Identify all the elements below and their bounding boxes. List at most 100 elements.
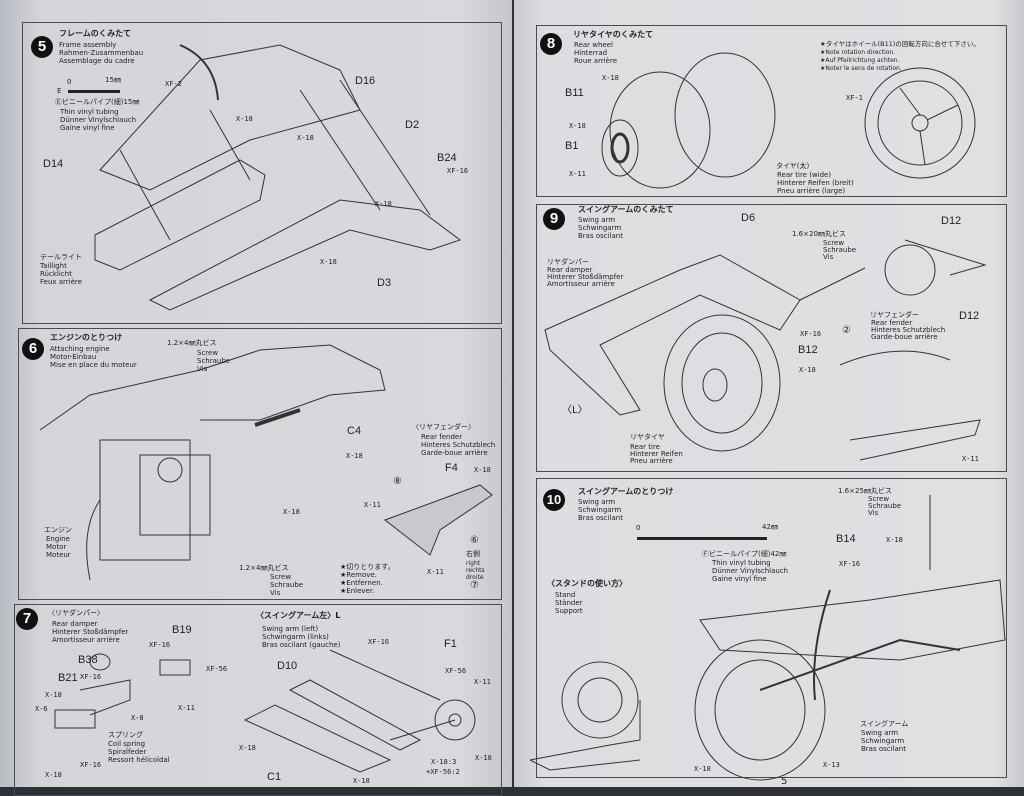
marker-6: ⑥ (470, 535, 479, 546)
paint-x11: X-11 (178, 704, 195, 712)
part-d12: D12 (959, 310, 980, 322)
step-5-title-de: Rahmen-Zusammenbau (59, 49, 144, 57)
tubing-de: Dünner Vinylschlauch (60, 116, 137, 124)
step-7-number: 7 (16, 608, 38, 630)
step-9-title-fr: Bras oscilant (578, 232, 623, 240)
rear-fender-fr: Garde-boue arrière (871, 333, 938, 341)
paint-x18: X-18 (694, 765, 711, 773)
step-10-title-en: Swing arm (578, 498, 616, 506)
paint-xf56: XF-56 (445, 667, 467, 675)
paint-x18: X-18 (45, 771, 62, 779)
paint-xf1: XF-1 (846, 94, 863, 102)
rear-tire-en: Rear tire (630, 443, 660, 451)
paint-x18: X-18 (283, 508, 300, 516)
tire-wide-en: Rear tire (wide) (777, 171, 832, 179)
paint-xf16: XF-16 (80, 673, 102, 681)
stand-jp: 〈スタンドの使い方〉 (547, 579, 627, 588)
step-6-title-en: Attaching engine (50, 345, 110, 353)
paint-xf16: XF-16 (447, 167, 469, 175)
spring-de: Spiralfeder (108, 748, 147, 756)
step-5-title-en: Frame assembly (59, 41, 117, 49)
rotation-note-de: ★Auf Pfeilrichtung achten. (820, 57, 900, 64)
step-6-number: 6 (22, 338, 44, 360)
rear-fender-en: Rear fender (871, 319, 913, 327)
paint-x11: X-11 (364, 501, 381, 509)
part-b19: B19 (172, 624, 192, 636)
scale-end: 15㎜ (105, 76, 121, 84)
rear-tire-jp: リヤタイヤ (630, 433, 665, 441)
tubing-42-en: Thin vinyl tubing (712, 559, 771, 567)
side-jp: 右側 (466, 550, 480, 558)
screw-20-jp: 1.6×20㎜丸ビス (792, 230, 846, 238)
paint-xf56: XF-56 (206, 665, 228, 673)
part-c4: C4 (347, 425, 362, 437)
step-6-panel (18, 328, 502, 600)
paint-x18: X-18 (236, 115, 253, 123)
paint-x18: X-18 (320, 258, 337, 266)
part-b24: B24 (437, 152, 457, 164)
step-10-title-de: Schwingarm (578, 506, 622, 514)
engine-de: Motor (46, 543, 67, 551)
paint-x18: X-18 (239, 744, 256, 752)
damper-de: Hinterer Stoßdämpfer (52, 628, 129, 636)
scale-42-start: 0 (636, 524, 641, 532)
paint-x18: X-18 (297, 134, 314, 142)
step-8-title-jp: リヤタイヤのくみたて (573, 30, 654, 39)
swingarm-left-jp: 〈スイングアーム左〉L (256, 611, 341, 620)
paint-x18: X-18 (474, 466, 491, 474)
tire-wide-jp: タイヤ(太) (776, 162, 810, 170)
step-9-number: 9 (543, 208, 565, 230)
paint-x18: X-18 (799, 366, 816, 374)
part-b14: B14 (836, 533, 856, 545)
damper-en: Rear damper (52, 620, 98, 628)
fender-de: Hinteres Schutzblech (421, 441, 496, 449)
step-5-title-jp: フレームのくみたて (59, 29, 132, 38)
taillight-fr: Feux arrière (40, 278, 82, 286)
paint-mix-a: X-18:3 (431, 758, 457, 766)
paint-x11: X-11 (569, 170, 586, 178)
part-d3: D3 (377, 277, 392, 289)
left-marker: 〈L〉 (562, 405, 588, 416)
paint-xf16: XF-16 (800, 330, 822, 338)
part-f4: F4 (445, 462, 458, 474)
step-9-panel (536, 204, 1007, 472)
swingarm-en: Swing arm (861, 729, 899, 737)
step-9-title-de: Schwingarm (578, 224, 622, 232)
stand-de: Ständer (555, 599, 583, 607)
step-6-title-de: Motor-Einbau (50, 353, 97, 361)
swingarm-left-de: Schwingarm (links) (262, 633, 329, 641)
marker-8: ⑧ (393, 476, 402, 487)
fender-jp: 〈リヤフェンダー〉 (412, 423, 475, 431)
rear-damper-jp: リヤダンパー (547, 258, 589, 266)
screw-25-fr: Vis (868, 509, 879, 517)
tubing-42-fr: Gaine vinyl fine (712, 575, 767, 583)
step-9-title-en: Swing arm (578, 216, 616, 224)
spring-jp: スプリング (108, 731, 143, 739)
paint-xf16: XF-16 (80, 761, 102, 769)
spring-en: Coil spring (108, 740, 146, 748)
taillight-jp: テールライト (40, 253, 82, 261)
part-b11: B11 (565, 87, 584, 99)
step-8-panel (536, 25, 1007, 197)
scale-start: 0 (67, 78, 72, 86)
paint-x18: X-18 (886, 536, 903, 544)
step-10-title-jp: スイングアームのとりつけ (578, 487, 674, 496)
stand-en: Stand (555, 591, 576, 599)
step-8-title-en: Rear wheel (574, 41, 613, 49)
step-8-number: 8 (540, 33, 562, 55)
part-d10: D10 (277, 660, 298, 672)
paint-xf2: XF-2 (165, 80, 182, 88)
engine-en: Engine (46, 535, 70, 543)
step-8-title-fr: Roue arrière (574, 57, 618, 65)
step-5-title-fr: Assemblage du cadre (59, 57, 135, 65)
swingarm-jp: スイングアーム (860, 720, 909, 728)
step-9-title-jp: スイングアームのくみたて (578, 205, 674, 214)
tire-wide-de: Hinterer Reifen (breit) (777, 179, 854, 187)
tire-wide-fr: Pneu arrière (large) (777, 187, 846, 195)
screw2-de: Schraube (270, 581, 304, 589)
tubing-42-jp: Ⓕビニールパイプ(細)42㎜ (702, 550, 787, 558)
part-c1: C1 (267, 771, 282, 783)
damper-fr: Amortisseur arrière (52, 636, 120, 644)
side-en: right (466, 560, 481, 567)
rear-tire-fr: Pneu arrière (630, 457, 673, 465)
